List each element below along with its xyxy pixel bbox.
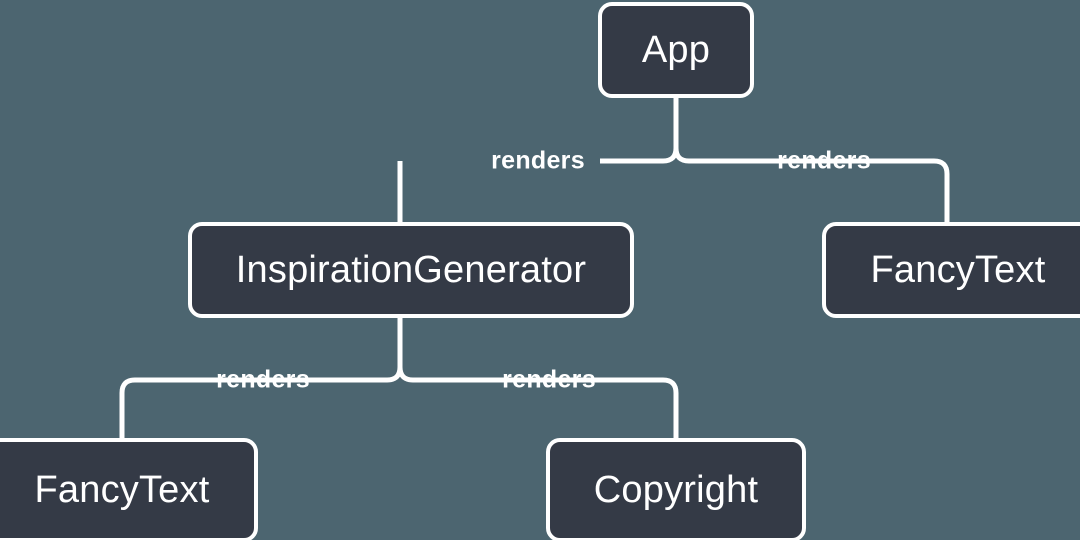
- edge-label-inspiration-to-fancytext-left: renders: [216, 365, 310, 394]
- node-inspiration-generator[interactable]: InspirationGenerator: [188, 222, 634, 318]
- edge-app-to-fancytext-right: [673, 98, 950, 222]
- node-fancytext-right[interactable]: FancyText: [822, 222, 1080, 318]
- node-app[interactable]: App: [598, 2, 754, 98]
- edge-label-app-to-fancytext-right: renders: [777, 146, 871, 175]
- node-copyright-label: Copyright: [593, 468, 759, 511]
- node-fancytext-right-label: FancyText: [870, 248, 1046, 291]
- node-copyright[interactable]: Copyright: [546, 438, 806, 542]
- node-fancytext-left-label: FancyText: [34, 468, 210, 511]
- edge-inspiration-to-copyright: [397, 318, 679, 438]
- node-inspiration-generator-label: InspirationGenerator: [235, 248, 587, 291]
- edge-label-inspiration-to-copyright: renders: [502, 365, 596, 394]
- node-app-label: App: [641, 28, 711, 71]
- edge-label-app-to-inspiration: renders: [491, 146, 585, 175]
- edge-app-to-inspiration: [600, 98, 679, 164]
- node-fancytext-left[interactable]: FancyText: [0, 438, 258, 542]
